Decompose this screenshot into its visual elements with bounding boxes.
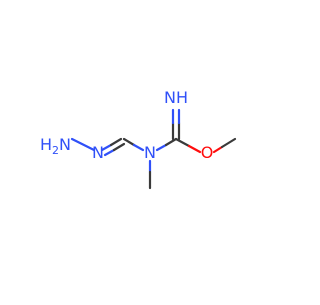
- bond-ch-n2: [132, 143, 145, 152]
- bond-nh2-n: [70, 137, 96, 152]
- bond-o-ch3-2: [220, 137, 237, 149]
- bond-n-c: [155, 143, 168, 152]
- atom-label-amide-n: N: [144, 143, 156, 162]
- bond-n-ch-double-a2: [109, 137, 123, 147]
- atom-label-h2n: H2N: [40, 135, 71, 157]
- bond-n-c2: [164, 137, 178, 147]
- atom-label-imine-nh: NH: [164, 88, 188, 107]
- bond-c-o2: [187, 144, 202, 154]
- h2n-h: H: [40, 135, 52, 154]
- atom-labels: H2N N N NH O: [40, 88, 213, 162]
- bond-o-ch3: [212, 145, 224, 154]
- bond-c-o: [174, 137, 191, 148]
- h2n-sub: 2: [52, 144, 59, 157]
- bond-ch-n: [122, 137, 136, 147]
- atom-label-ether-o: O: [201, 143, 214, 162]
- structure-svg: H2N N N NH O: [40, 88, 237, 190]
- atom-label-hydrazone-n: N: [92, 143, 104, 162]
- h2n-n: N: [59, 135, 71, 154]
- bonds: [70, 108, 237, 190]
- bond-n-ch-double-b2: [112, 142, 126, 152]
- molecule-diagram: H2N N N NH O: [40, 88, 237, 190]
- bond-n-ch-double-a: [100, 143, 113, 152]
- bond-n-ch-double-b: [103, 148, 116, 157]
